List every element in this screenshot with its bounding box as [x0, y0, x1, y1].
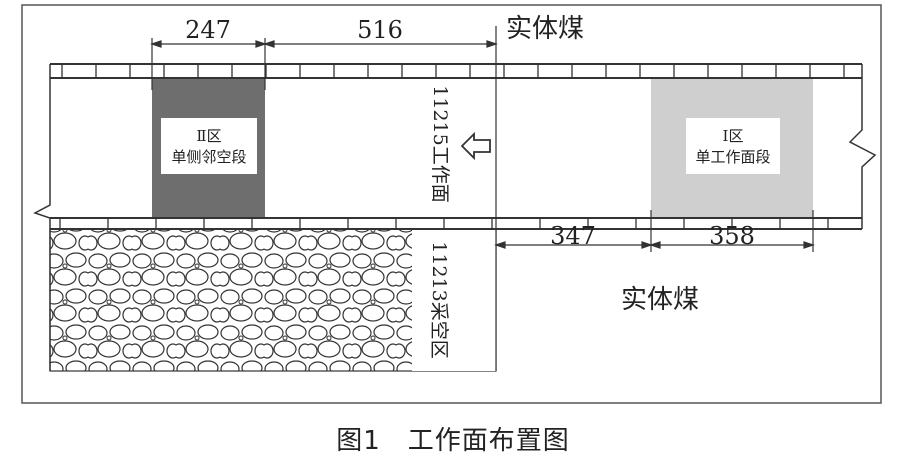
working-face-label: 11215工作面 — [429, 85, 451, 202]
dim-516: 516 — [357, 16, 403, 44]
solid-coal-top-label: 实体煤 — [506, 14, 584, 44]
goaf-label-strip — [412, 229, 496, 371]
zone1-label-line1: I区 — [723, 127, 744, 145]
zone1-textbox — [686, 118, 780, 174]
frame — [21, 4, 882, 404]
top-dimension-line — [150, 38, 498, 90]
arrow-left-icon — [460, 131, 491, 161]
layout-diagram: 247 516 347 358 实体煤 实体煤 Ⅱ区 单侧邻空段 I区 单工作面… — [21, 4, 882, 404]
bottom-roadway — [50, 217, 862, 230]
goaf-label: 11213采空区 — [428, 241, 450, 358]
top-roadway — [50, 63, 862, 79]
dim-358: 358 — [709, 222, 755, 250]
zone2-label-line2: 单侧邻空段 — [171, 148, 246, 166]
zone2-textbox — [161, 118, 257, 174]
left-boundary — [33, 64, 51, 371]
dim-247: 247 — [185, 16, 231, 44]
right-boundary — [848, 64, 877, 229]
dim-347: 347 — [550, 222, 596, 250]
bottom-dimension-line — [494, 210, 815, 252]
solid-coal-bottom-label: 实体煤 — [621, 285, 699, 315]
zone2-label-line1: Ⅱ区 — [196, 127, 221, 145]
figure-caption: 图1 工作面布置图 — [336, 426, 570, 456]
zone1-label-line2: 单工作面段 — [695, 148, 770, 166]
